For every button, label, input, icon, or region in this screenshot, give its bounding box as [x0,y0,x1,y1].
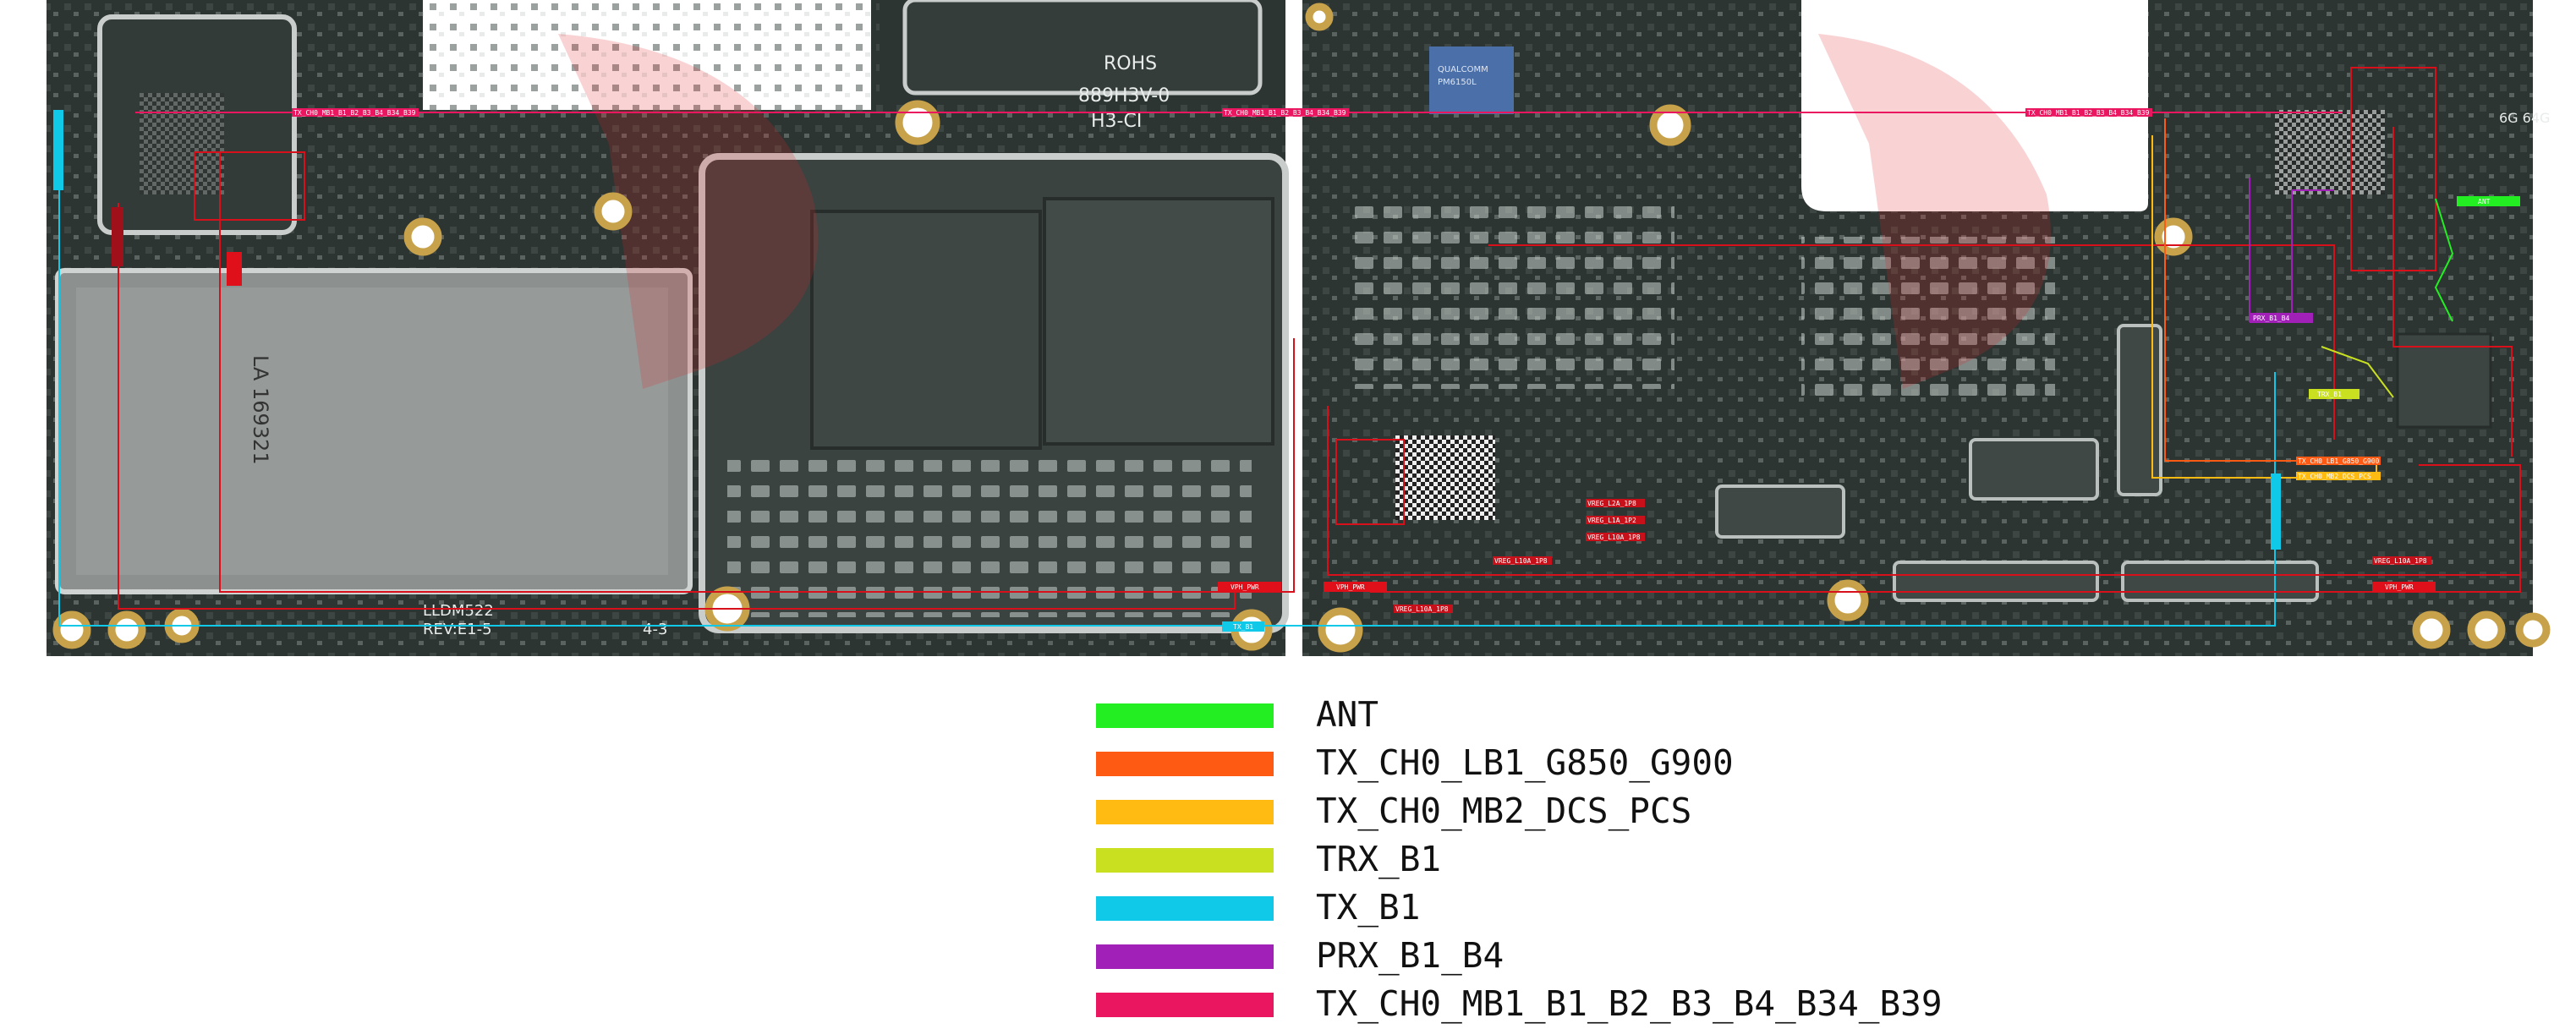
tag-vph-pwr-3: VPH_PWR [2385,583,2414,591]
trace-red-box-b [194,151,305,221]
legend-swatch [1096,993,1274,1017]
tag-tx-ch0-lb1: TX_CH0_LB1_G850_G900 [2298,457,2380,465]
tag-tx-ch0-mb2: TX_CH0_MB2_DCS_PCS [2298,473,2371,480]
legend-item-ant: ANT [1096,692,2111,740]
legend-label: TX_CH0_MB1_B1_B2_B3_B4_B34_B39 [1316,983,1943,1024]
pmic-model-text: PM6150L [1438,78,1477,87]
legend-swatch [1096,800,1274,824]
rf-chip-right [2275,110,2385,194]
connector-1 [1969,438,2099,501]
trace-trx-b1 [2321,346,2394,398]
trace-vph-pwr-left [118,203,1236,610]
watermark-logo-right [1818,34,2051,389]
tag-vreg-l2a: VREG_L2A_1P8 [1587,500,1636,507]
pmic-chip [1429,47,1514,114]
legend-label: TX_B1 [1316,887,1421,928]
connector-4 [2121,561,2319,602]
trace-overlay [58,67,2521,627]
legend-swatch [1096,752,1274,776]
connector-2 [1715,484,1845,539]
legend-label: TX_CH0_LB1_G850_G900 [1316,742,1734,783]
tag-trx-b1: TRX_B1 [2317,391,2342,398]
mounting-holes-right [1305,3,2551,653]
trace-red-line-upper [1488,244,2335,440]
board-text-rohs: ROHS [1104,53,1157,74]
legend-swatch [1096,896,1274,921]
legend-label: ANT [1316,694,1379,735]
legend-label: PRX_B1_B4 [1316,935,1504,976]
connector-3 [1893,561,2099,602]
legend: ANT TX_CH0_LB1_G850_G900 TX_CH0_MB2_DCS_… [1096,692,2111,1029]
trace-tx-ch0-mb2 [2151,135,2377,479]
tag-vreg-l10a-4: VREG_L10A_1P8 [2374,557,2427,565]
ram-badge: 6G 64G [2499,110,2550,126]
soc-chip [810,210,1042,450]
tag-vreg-l10a-3: VREG_L10A_1P8 [1395,605,1449,613]
trace-red-box-a [1335,439,1405,525]
transceiver-chip [2396,332,2492,429]
board-text-rev: REV:E1-5 [423,621,492,638]
trace-ant [2434,198,2454,322]
watermark-logo [558,34,819,389]
legend-item-tx-b1: TX_B1 [1096,884,2111,933]
legend-swatch [1096,848,1274,873]
legend-item-tx-ch0-lb1: TX_CH0_LB1_G850_G900 [1096,740,2111,788]
pcb-board-diagram: ROHS 889H3V-0 H3-CI LLDM522 REV:E1-5 4-3… [47,0,2551,656]
tag-vreg-l1a: VREG_L1A_1P2 [1587,517,1636,524]
pmic-brand-text: QUALCOMM [1438,65,1488,74]
tag-vreg-l10a-1: VREG_L10A_1P8 [1587,534,1641,541]
net-label-tags: TX_CH0_MB1_B1_B2_B3_B4_B34_B39 TX_CH0_MB… [53,108,2520,632]
tag-vph-pwr-2: VPH_PWR [1336,583,1365,591]
tag-vph-pwr-1: VPH_PWR [1230,583,1259,591]
bga-chip [1395,435,1495,520]
right-board: QUALCOMM PM6150L 6G 64G [1302,0,2551,656]
trace-tx-ch0-lb1 [2164,118,2334,462]
trace-vph-pwr-mid [219,152,1295,593]
trace-red-box-right [2350,67,2436,271]
tag-tx-ch0-mb1-left: TX_CH0_MB1_B1_B2_B3_B4_B34_B39 [293,109,416,117]
legend-label: TRX_B1 [1316,839,1442,879]
tag-ant: ANT [2478,198,2491,205]
trace-vreg-l10a [1370,575,2521,593]
connector-5 [2117,324,2162,496]
legend-item-trx-b1: TRX_B1 [1096,836,2111,884]
board-text-code: 889H3V-0 [1078,85,1170,107]
legend-item-tx-ch0-mb2: TX_CH0_MB2_DCS_PCS [1096,788,2111,836]
left-board: ROHS 889H3V-0 H3-CI LLDM522 REV:E1-5 4-3… [47,0,1289,656]
tag-prx-b1-b4: PRX_B1_B4 [2253,315,2290,322]
board-text-la: LA 169321 [249,355,272,465]
memory-chip [1043,197,1274,446]
tag-tx-b1: TX_B1 [1233,623,1253,631]
tag-tx-ch0-mb1-right: TX_CH0_MB1_B1_B2_B3_B4_B34_B39 [2027,109,2150,117]
legend-label: TX_CH0_MB2_DCS_PCS [1316,791,1692,831]
legend-swatch [1096,944,1274,969]
legend-item-tx-ch0-mb1: TX_CH0_MB1_B1_B2_B3_B4_B34_B39 [1096,981,2111,1029]
tag-tx-ch0-mb1-mid: TX_CH0_MB1_B1_B2_B3_B4_B34_B39 [1224,109,1346,117]
board-text-lldm: LLDM522 [423,602,494,620]
legend-swatch [1096,703,1274,728]
tag-vreg-l10a-2: VREG_L10A_1P8 [1494,557,1548,565]
trace-red-line-right2 [2392,127,2513,457]
board-text-sub: H3-CI [1091,111,1142,132]
legend-item-prx-b1-b4: PRX_B1_B4 [1096,933,2111,981]
mounting-holes-left [52,100,1273,651]
board-text-lot: 4-3 [643,621,667,638]
